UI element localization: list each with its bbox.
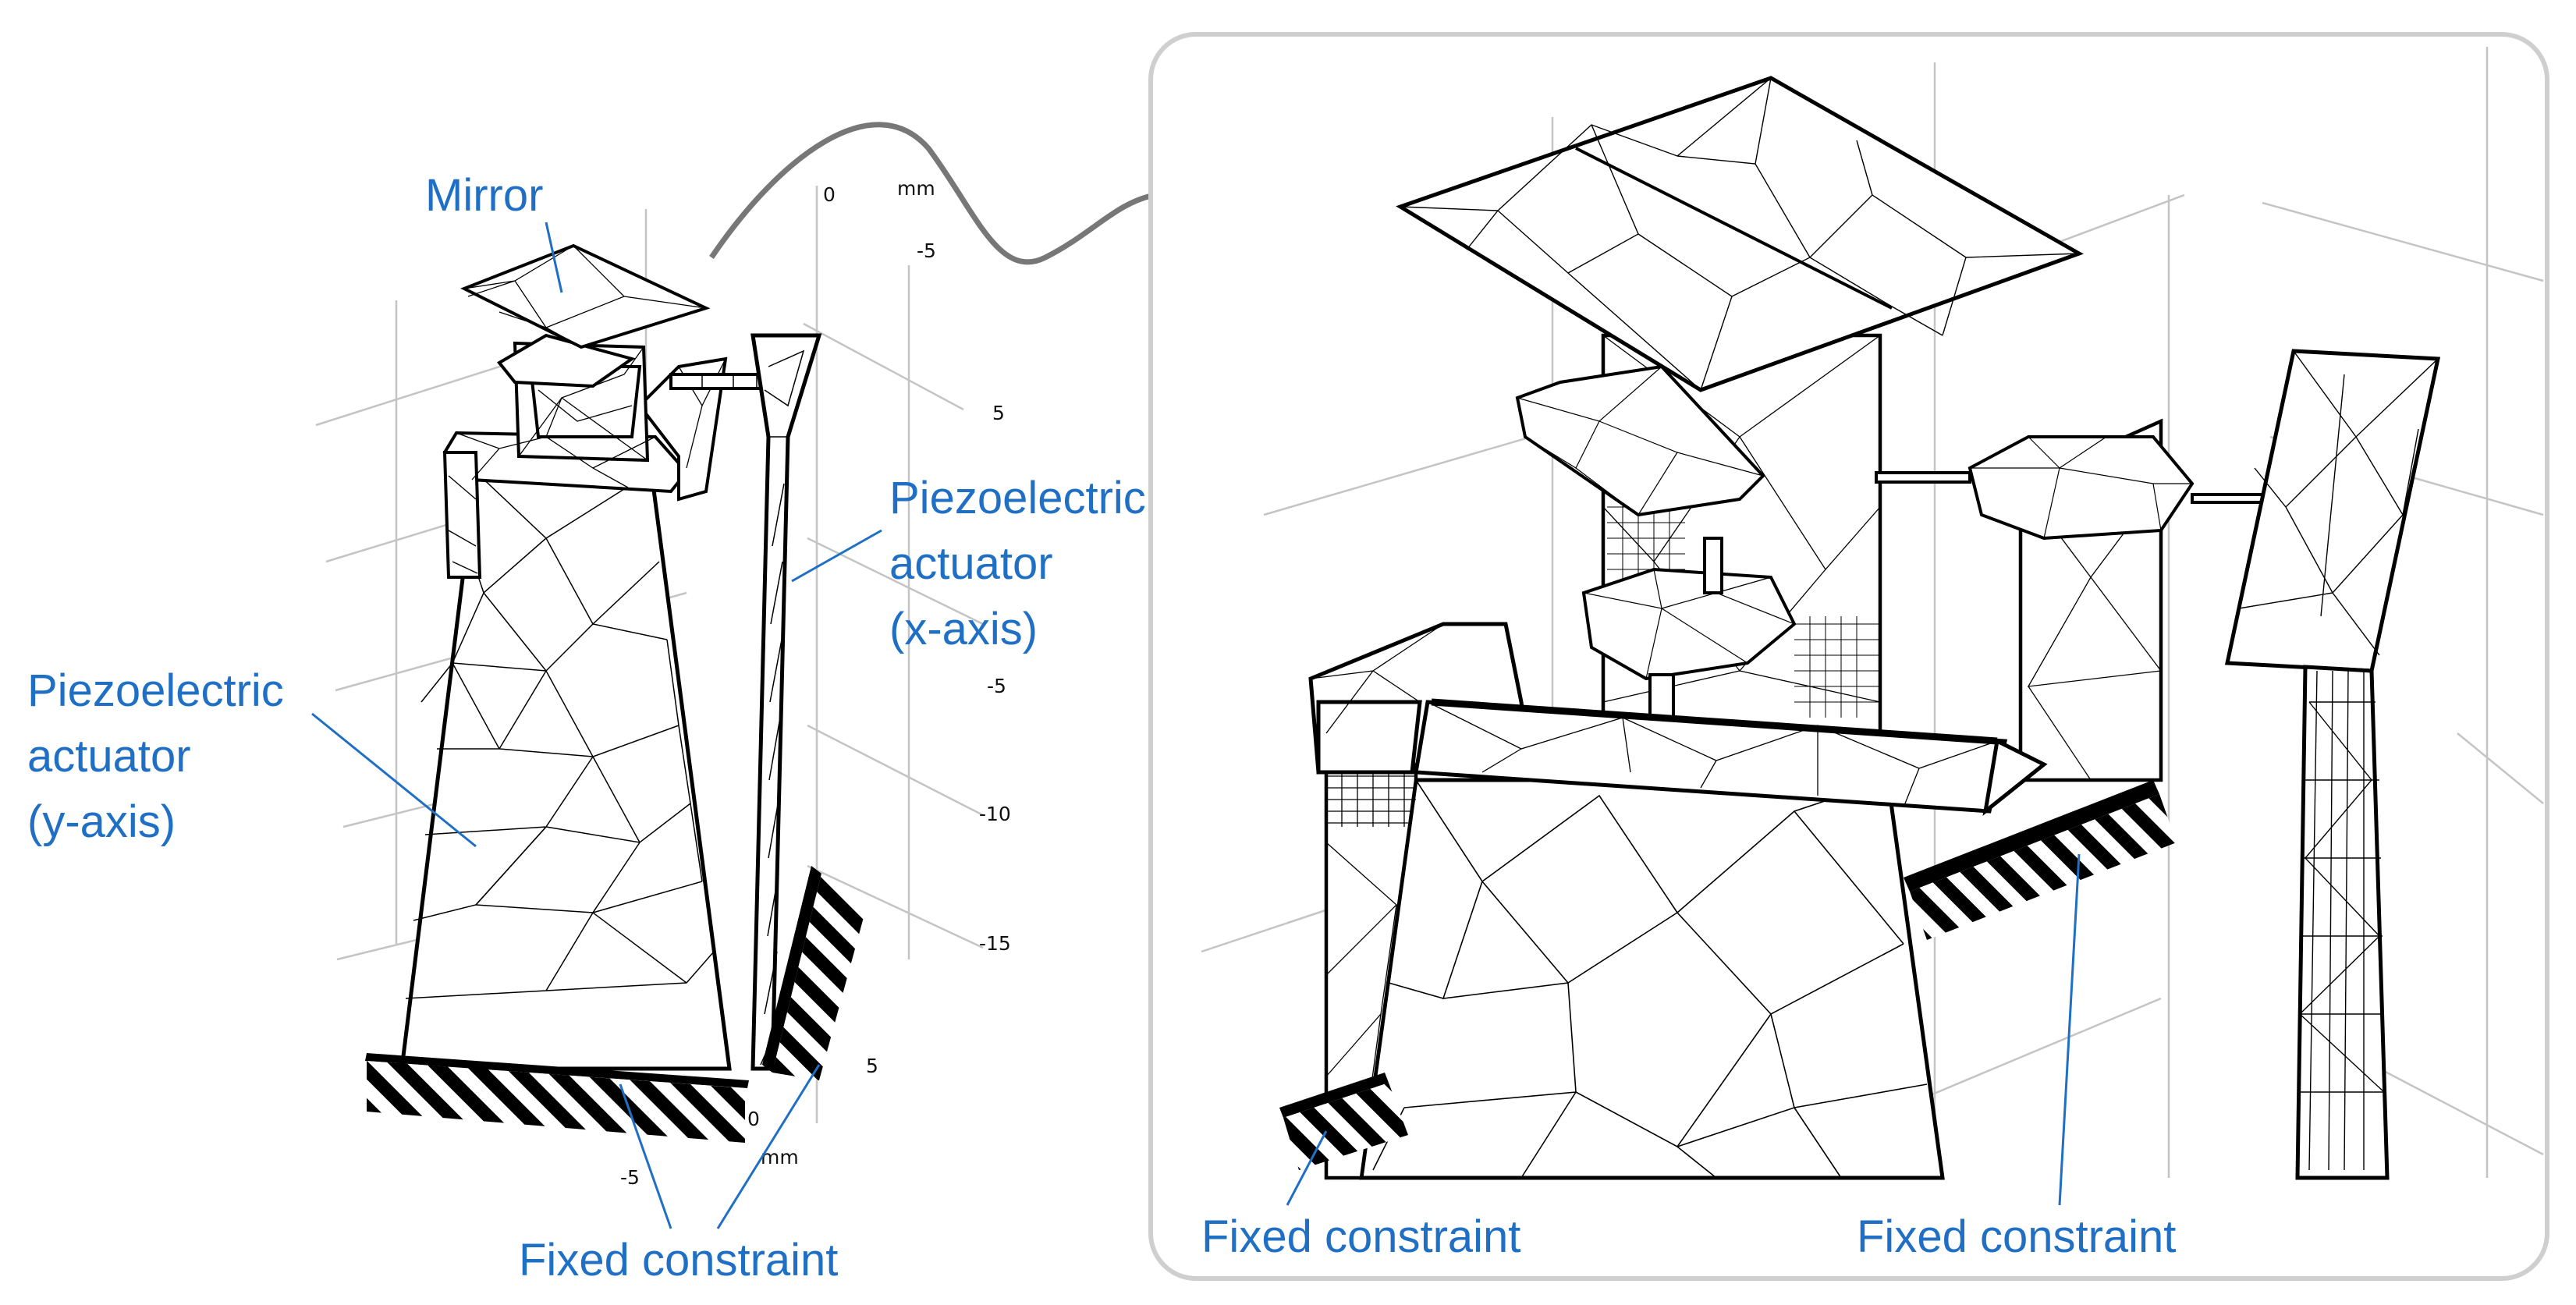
tick-right-5: 5	[866, 1055, 878, 1077]
zoom-actuator-x	[2224, 349, 2441, 1180]
mirror-assembly	[442, 243, 782, 579]
tick-bottom-neg5: -5	[620, 1166, 640, 1189]
label-fixed-constraint-zoom-left: Fixed constraint	[1201, 1211, 1520, 1262]
zoom-top-slab	[1308, 622, 2048, 817]
label-fixed-constraint-zoom-right: Fixed constraint	[1857, 1211, 2176, 1262]
label-fixed-constraint-left: Fixed constraint	[519, 1235, 838, 1285]
label-actuator-x-line2: actuator	[889, 538, 1053, 589]
annotations-zoom: Fixed constraint Fixed constraint	[1201, 1211, 2176, 1262]
left-view: 0 mm -5 5 -5 -10 -15 5 0 mm -5 Mirror Pi…	[27, 170, 1146, 1285]
tick-right-neg5: -5	[987, 675, 1006, 697]
tick-bottom-0: 0	[747, 1108, 760, 1130]
label-mirror: Mirror	[425, 170, 543, 221]
label-actuator-x-line3: (x-axis)	[889, 604, 1038, 654]
label-actuator-y-line3: (y-axis)	[27, 796, 176, 847]
annotations-left: Mirror Piezoelectric actuator (x-axis) P…	[27, 170, 1146, 1285]
zoom-mirror-plate	[1396, 76, 2084, 392]
zoom-view: Fixed constraint Fixed constraint	[1148, 32, 2549, 1281]
label-actuator-y-line2: actuator	[27, 731, 191, 782]
zoom-flexure-plates	[1515, 364, 2268, 739]
zoom-connector	[709, 122, 1155, 265]
zoom-tower	[1359, 778, 1945, 1180]
leader-lines-left	[311, 222, 882, 1229]
label-actuator-x-line1: Piezoelectric	[889, 473, 1146, 523]
fixed-constraint-zoom-right	[1904, 780, 2177, 940]
tick-top-5: 5	[992, 402, 1005, 424]
actuator-y-mesh	[405, 471, 715, 999]
leader-lines-zoom	[1286, 853, 2081, 1206]
axis-ticks: 0 mm -5 5 -5 -10 -15 5 0 mm -5	[620, 177, 1011, 1189]
fixed-constraint-left-side	[762, 866, 866, 1080]
tick-right-neg10: -10	[979, 803, 1011, 825]
label-actuator-y-line1: Piezoelectric	[27, 665, 284, 716]
tick-right-neg15: -15	[979, 932, 1011, 955]
fixed-constraint-zoom-left	[1279, 1073, 1408, 1170]
axis-unit-top: mm	[897, 177, 935, 200]
tick-top-neg5: -5	[917, 239, 936, 262]
fixed-constraint-left-base	[365, 1053, 749, 1143]
tick-top-0: 0	[823, 183, 836, 206]
